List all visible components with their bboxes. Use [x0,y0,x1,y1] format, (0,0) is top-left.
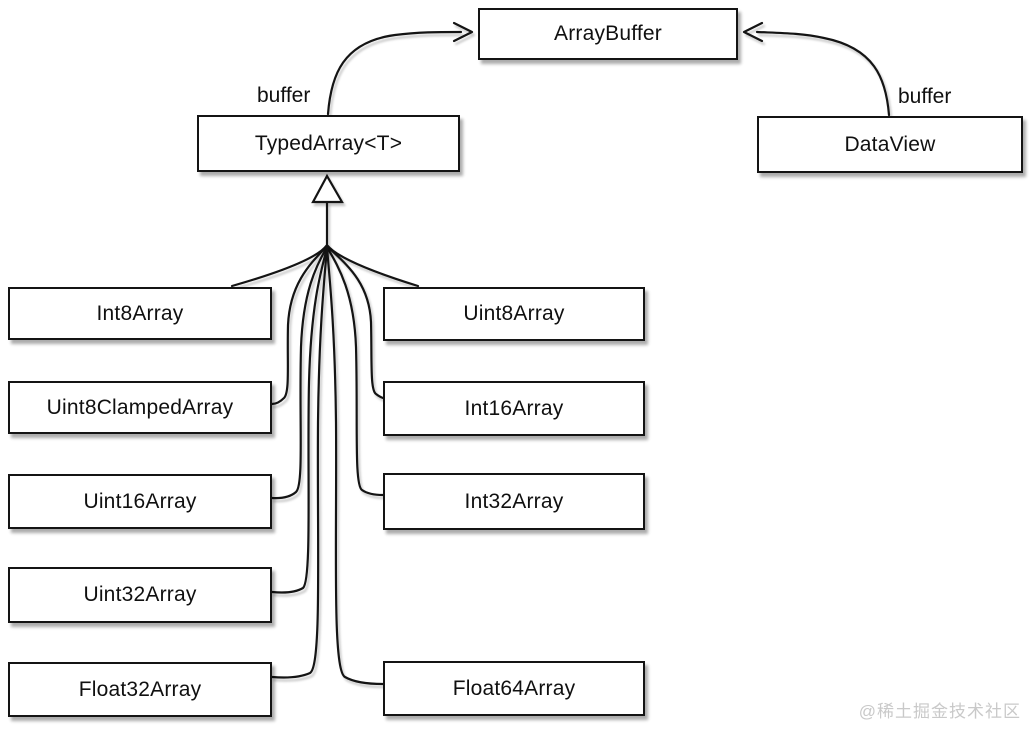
edge-uint16 [270,245,329,500]
edge-uint8 [325,243,420,288]
node-uint32array: Uint32Array [8,567,272,623]
watermark-text: @稀土掘金技术社区 [858,702,1021,721]
node-float64array: Float64Array [383,661,645,716]
node-int32array: Int32Array [383,473,645,530]
node-uint8clampedarray: Uint8ClampedArray [8,381,272,434]
node-float32array: Float32Array [8,662,272,717]
node-int8array: Int8Array [8,287,272,340]
node-dataview: DataView [757,116,1023,173]
node-arraybuffer: ArrayBuffer [478,8,738,60]
arrowhead-right-icon [452,21,474,43]
edge-int32 [325,245,385,497]
node-uint8array: Uint8Array [383,287,645,341]
edge-dataview-buffer [755,30,891,117]
edge-label-buffer-dataview: buffer [898,85,952,108]
edge-uint8clamped [270,244,329,406]
edge-int16 [325,244,385,400]
node-uint16array: Uint16Array [8,474,272,529]
arrowhead-left-icon [742,21,764,43]
node-int16array: Int16Array [383,381,645,436]
node-typedarray: TypedArray<T> [197,115,460,172]
edge-typedarray-buffer [326,30,463,116]
edge-label-buffer-typedarray: buffer [257,84,311,107]
edge-float32 [270,246,329,679]
inheritance-triangle-icon [311,173,344,204]
edge-uint32 [270,246,329,594]
edge-float64 [325,246,385,686]
